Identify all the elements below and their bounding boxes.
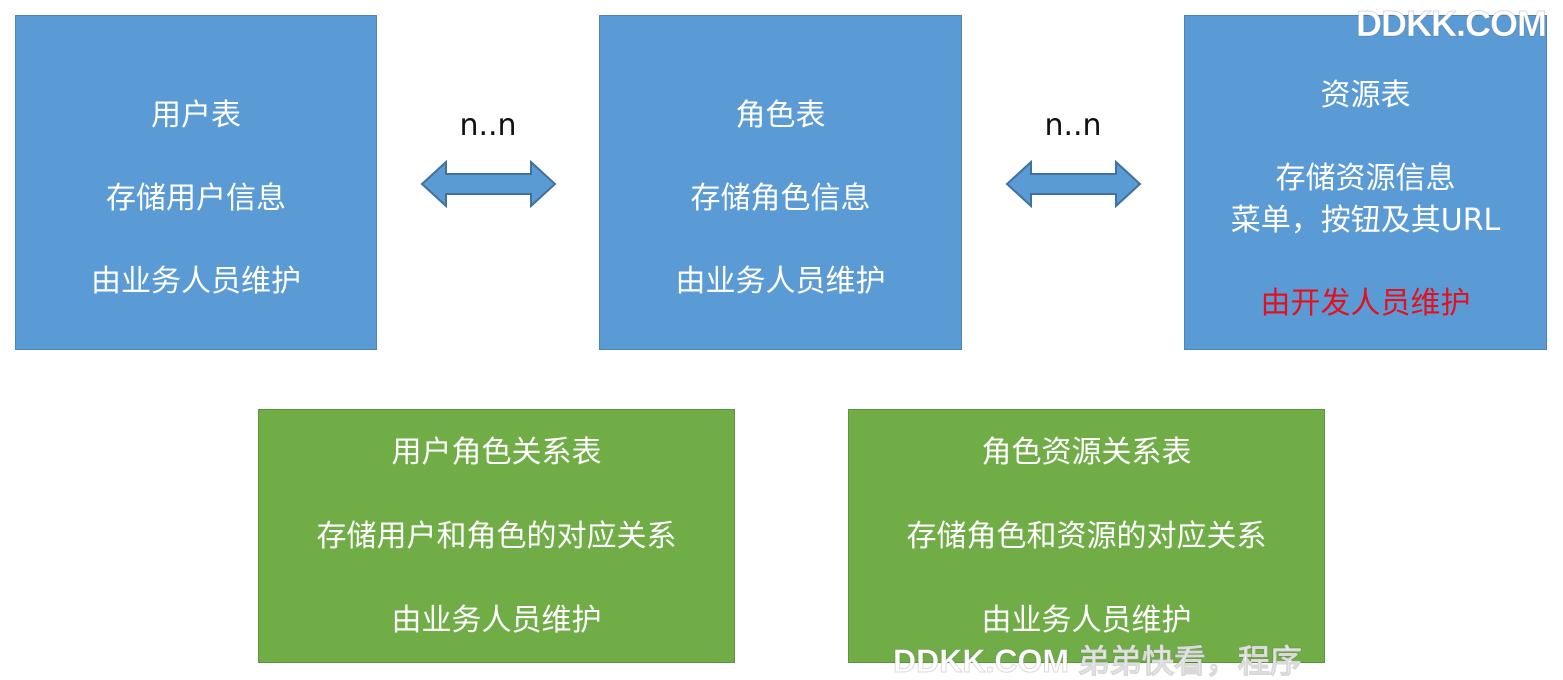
watermark-top-right: DDKK.COM [1356, 3, 1548, 44]
role-resource-double-arrow-icon [1005, 160, 1142, 208]
role-table-maintainer: 由业务人员维护 [675, 264, 886, 299]
role-table-title: 角色表 [735, 98, 826, 133]
resource-table-maintainer: 由开发人员维护 [1260, 286, 1471, 321]
role-table-box: 角色表 存储角色信息 由业务人员维护 [599, 15, 962, 350]
role-resource-relation-title: 角色资源关系表 [981, 435, 1192, 470]
resource-table-description-line1: 存储资源信息 [1275, 161, 1456, 196]
user-table-box: 用户表 存储用户信息 由业务人员维护 [15, 15, 377, 350]
user-role-relation-box: 用户角色关系表 存储用户和角色的对应关系 由业务人员维护 [258, 409, 735, 663]
role-resource-multiplicity-label: n..n [1044, 108, 1102, 143]
role-resource-relation-box: 角色资源关系表 存储角色和资源的对应关系 由业务人员维护 [848, 409, 1325, 663]
role-resource-relation-description: 存储角色和资源的对应关系 [906, 519, 1267, 554]
resource-table-description-line2: 菜单，按钮及其URL [1230, 203, 1501, 238]
user-table-title: 用户表 [151, 98, 241, 133]
user-role-double-arrow-icon [420, 160, 557, 208]
user-table-description: 存储用户信息 [106, 181, 286, 216]
user-role-relation-maintainer: 由业务人员维护 [391, 603, 602, 638]
user-role-relation-title: 用户角色关系表 [391, 435, 602, 470]
user-role-multiplicity-label: n..n [459, 108, 517, 143]
role-resource-relation-maintainer: 由业务人员维护 [981, 603, 1192, 638]
watermark-bottom: DDKK.COM 弟弟快看，程序 [893, 643, 1302, 680]
resource-table-title: 资源表 [1320, 78, 1411, 113]
user-role-relation-description: 存储用户和角色的对应关系 [316, 519, 677, 554]
role-table-description: 存储角色信息 [690, 181, 871, 216]
user-table-maintainer: 由业务人员维护 [91, 264, 301, 299]
resource-table-box: 资源表 存储资源信息 菜单，按钮及其URL 由开发人员维护 [1184, 15, 1547, 350]
